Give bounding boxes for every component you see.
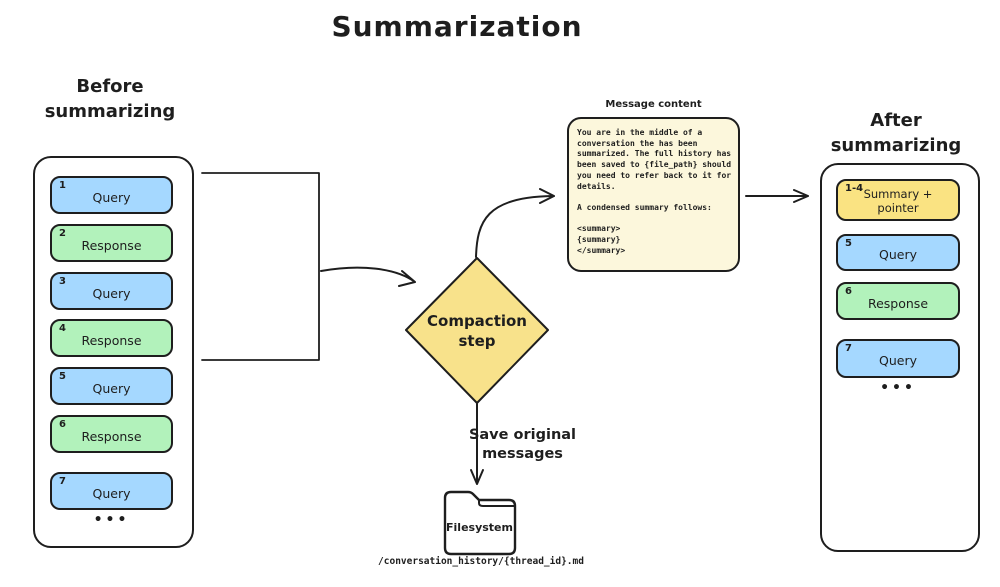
message-number: 5 (59, 371, 66, 382)
message-box-7-after: 7 Query (836, 339, 960, 378)
message-number: 1-4 (845, 183, 864, 194)
message-number: 6 (845, 286, 852, 297)
message-box-6-after: 6 Response (836, 282, 960, 320)
after-container: 1-4 Summary + pointer 5 Query 6 Response… (820, 163, 980, 552)
arrow-bracket-to-compaction (320, 266, 416, 287)
compaction-diamond-shape (405, 257, 549, 404)
message-number: 3 (59, 276, 66, 287)
compaction-step-label: Compaction step (427, 312, 527, 350)
message-label: Response (867, 295, 929, 311)
summary-pointer-box: 1-4 Summary + pointer (836, 179, 960, 221)
before-container: 1 Query 2 Response 3 Query 4 Response 5 … (33, 156, 194, 548)
save-original-messages-label: Save original messages (468, 427, 577, 462)
folder-icon (443, 490, 517, 556)
message-label: Query (92, 485, 131, 501)
message-number: 7 (59, 476, 66, 487)
message-label: Query (92, 380, 131, 396)
arrow-compaction-to-filesystem (470, 403, 484, 485)
message-label: Query (879, 247, 917, 262)
after-title: After summarizing (830, 110, 962, 156)
message-label: Query (92, 285, 131, 301)
page-title: Summarization (331, 10, 583, 43)
message-box-1: 1 Query (50, 176, 173, 214)
message-label: Response (81, 428, 142, 444)
conversation-history-path: /conversation_history/{thread_id}.md (378, 556, 584, 567)
message-number: 7 (845, 343, 852, 354)
note-title: Message content (605, 99, 702, 110)
message-box-5: 5 Query (50, 367, 173, 405)
message-number: 2 (59, 228, 66, 239)
before-title: Before summarizing (44, 76, 176, 122)
message-number: 4 (59, 323, 66, 334)
message-number: 1 (59, 180, 66, 191)
note-body-text: You are in the middle of a conversation … (577, 128, 732, 255)
message-label: Response (81, 237, 142, 253)
arrow-note-to-after (745, 189, 809, 203)
bracket-messages-1-4 (201, 172, 320, 361)
message-box-7: 7 Query (50, 472, 173, 510)
arrow-compaction-to-note (475, 188, 555, 258)
message-box-4: 4 Response (50, 319, 173, 357)
message-number: 6 (59, 419, 66, 430)
message-label: Response (81, 332, 142, 348)
message-label: Query (879, 353, 917, 368)
after-ellipsis: ••• (880, 380, 916, 396)
message-content-note: You are in the middle of a conversation … (567, 117, 740, 272)
before-ellipsis: ••• (93, 512, 130, 528)
message-label: Summary + pointer (863, 187, 933, 215)
message-label: Query (92, 189, 131, 205)
message-box-5-after: 5 Query (836, 234, 960, 271)
filesystem-label: Filesystem (446, 521, 513, 534)
message-number: 5 (845, 238, 852, 249)
message-box-6: 6 Response (50, 415, 173, 453)
message-box-2: 2 Response (50, 224, 173, 262)
message-box-3: 3 Query (50, 272, 173, 310)
